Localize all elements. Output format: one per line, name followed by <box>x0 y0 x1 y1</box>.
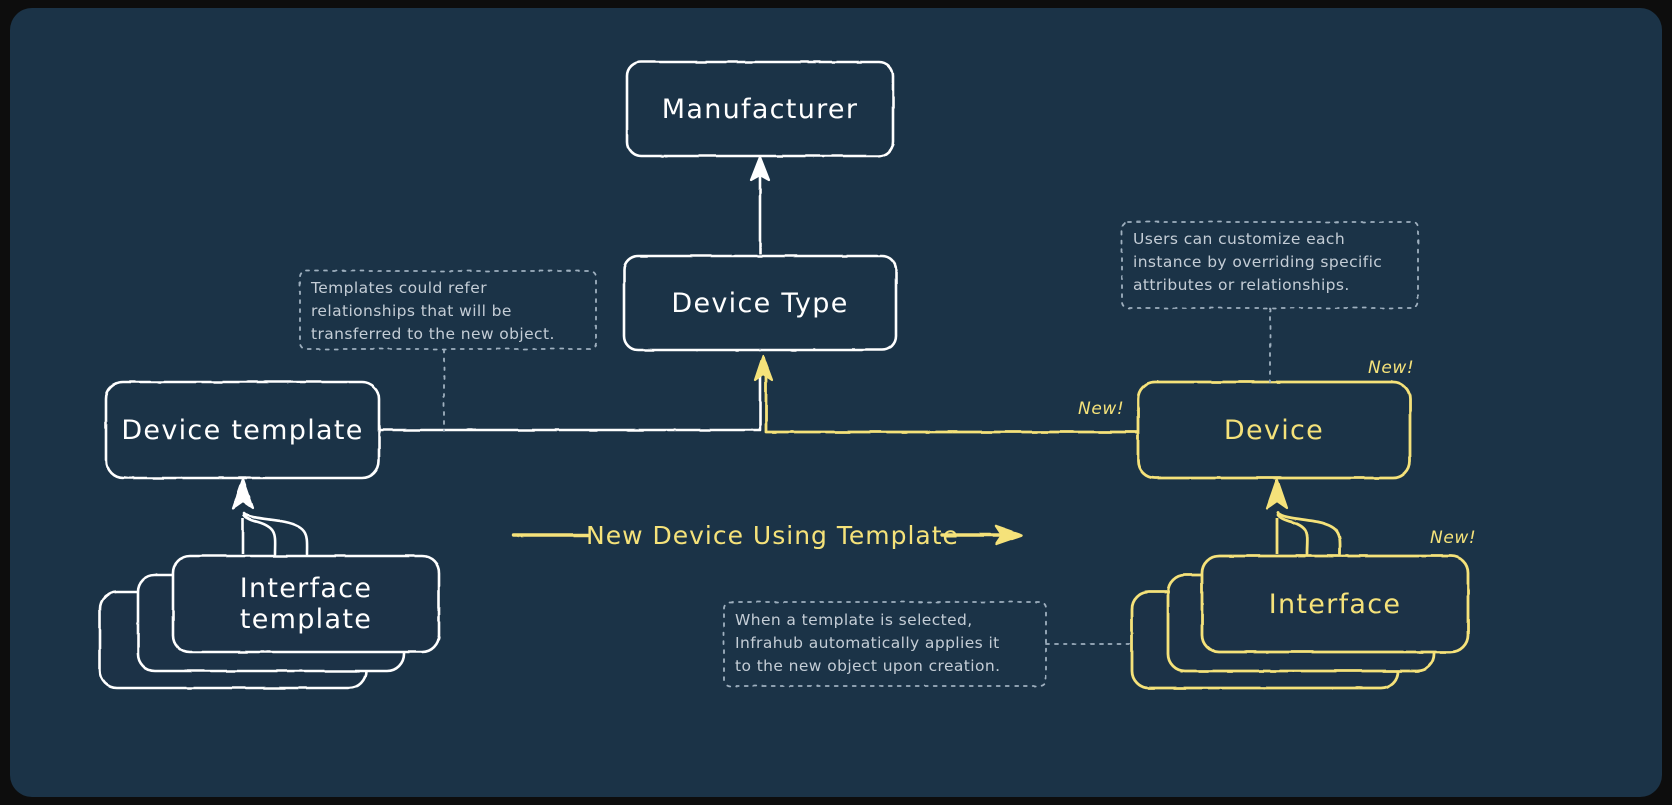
edge-device-template-to-device-type <box>379 372 762 432</box>
note-auto-apply-box <box>723 601 1047 687</box>
edge-device-type-to-manufacturer-head <box>749 155 771 182</box>
note-templates-relationships-text: Templates could refer relationships that… <box>311 279 555 343</box>
note-templates-relationships-box <box>299 270 597 350</box>
edge-device-to-device-type-head <box>753 354 774 382</box>
node-manufacturer-box[interactable] <box>625 60 895 158</box>
badge-new-device-edge: New! <box>1078 399 1125 419</box>
node-device-box[interactable] <box>1136 380 1412 480</box>
note-customize-instance-text: Users can customize each instance by ove… <box>1133 230 1383 294</box>
edge-interface-template-tail-3 <box>242 511 309 556</box>
badge-new-interface: New! <box>1430 528 1477 548</box>
node-interface-box[interactable] <box>1200 554 1470 654</box>
edge-device-to-device-type <box>764 372 1138 434</box>
edge-interface-tail-2 <box>1276 513 1309 556</box>
edge-interface-template-arrowhead <box>231 477 255 510</box>
badge-new-device: New! <box>1368 358 1415 378</box>
node-device-template-box[interactable] <box>104 380 381 480</box>
edge-interface-tail-3 <box>1276 511 1342 556</box>
edge-interface-template-tail-2 <box>242 513 277 556</box>
node-interface-template-box[interactable] <box>171 554 441 654</box>
transition-arrow-head <box>994 524 1024 546</box>
note-auto-apply-text: When a template is selected, Infrahub au… <box>735 611 1001 675</box>
edge-interface-arrowhead <box>1265 477 1289 510</box>
node-device-type-box[interactable] <box>622 254 898 352</box>
transition-arrow-label: New Device Using Template <box>586 521 959 550</box>
